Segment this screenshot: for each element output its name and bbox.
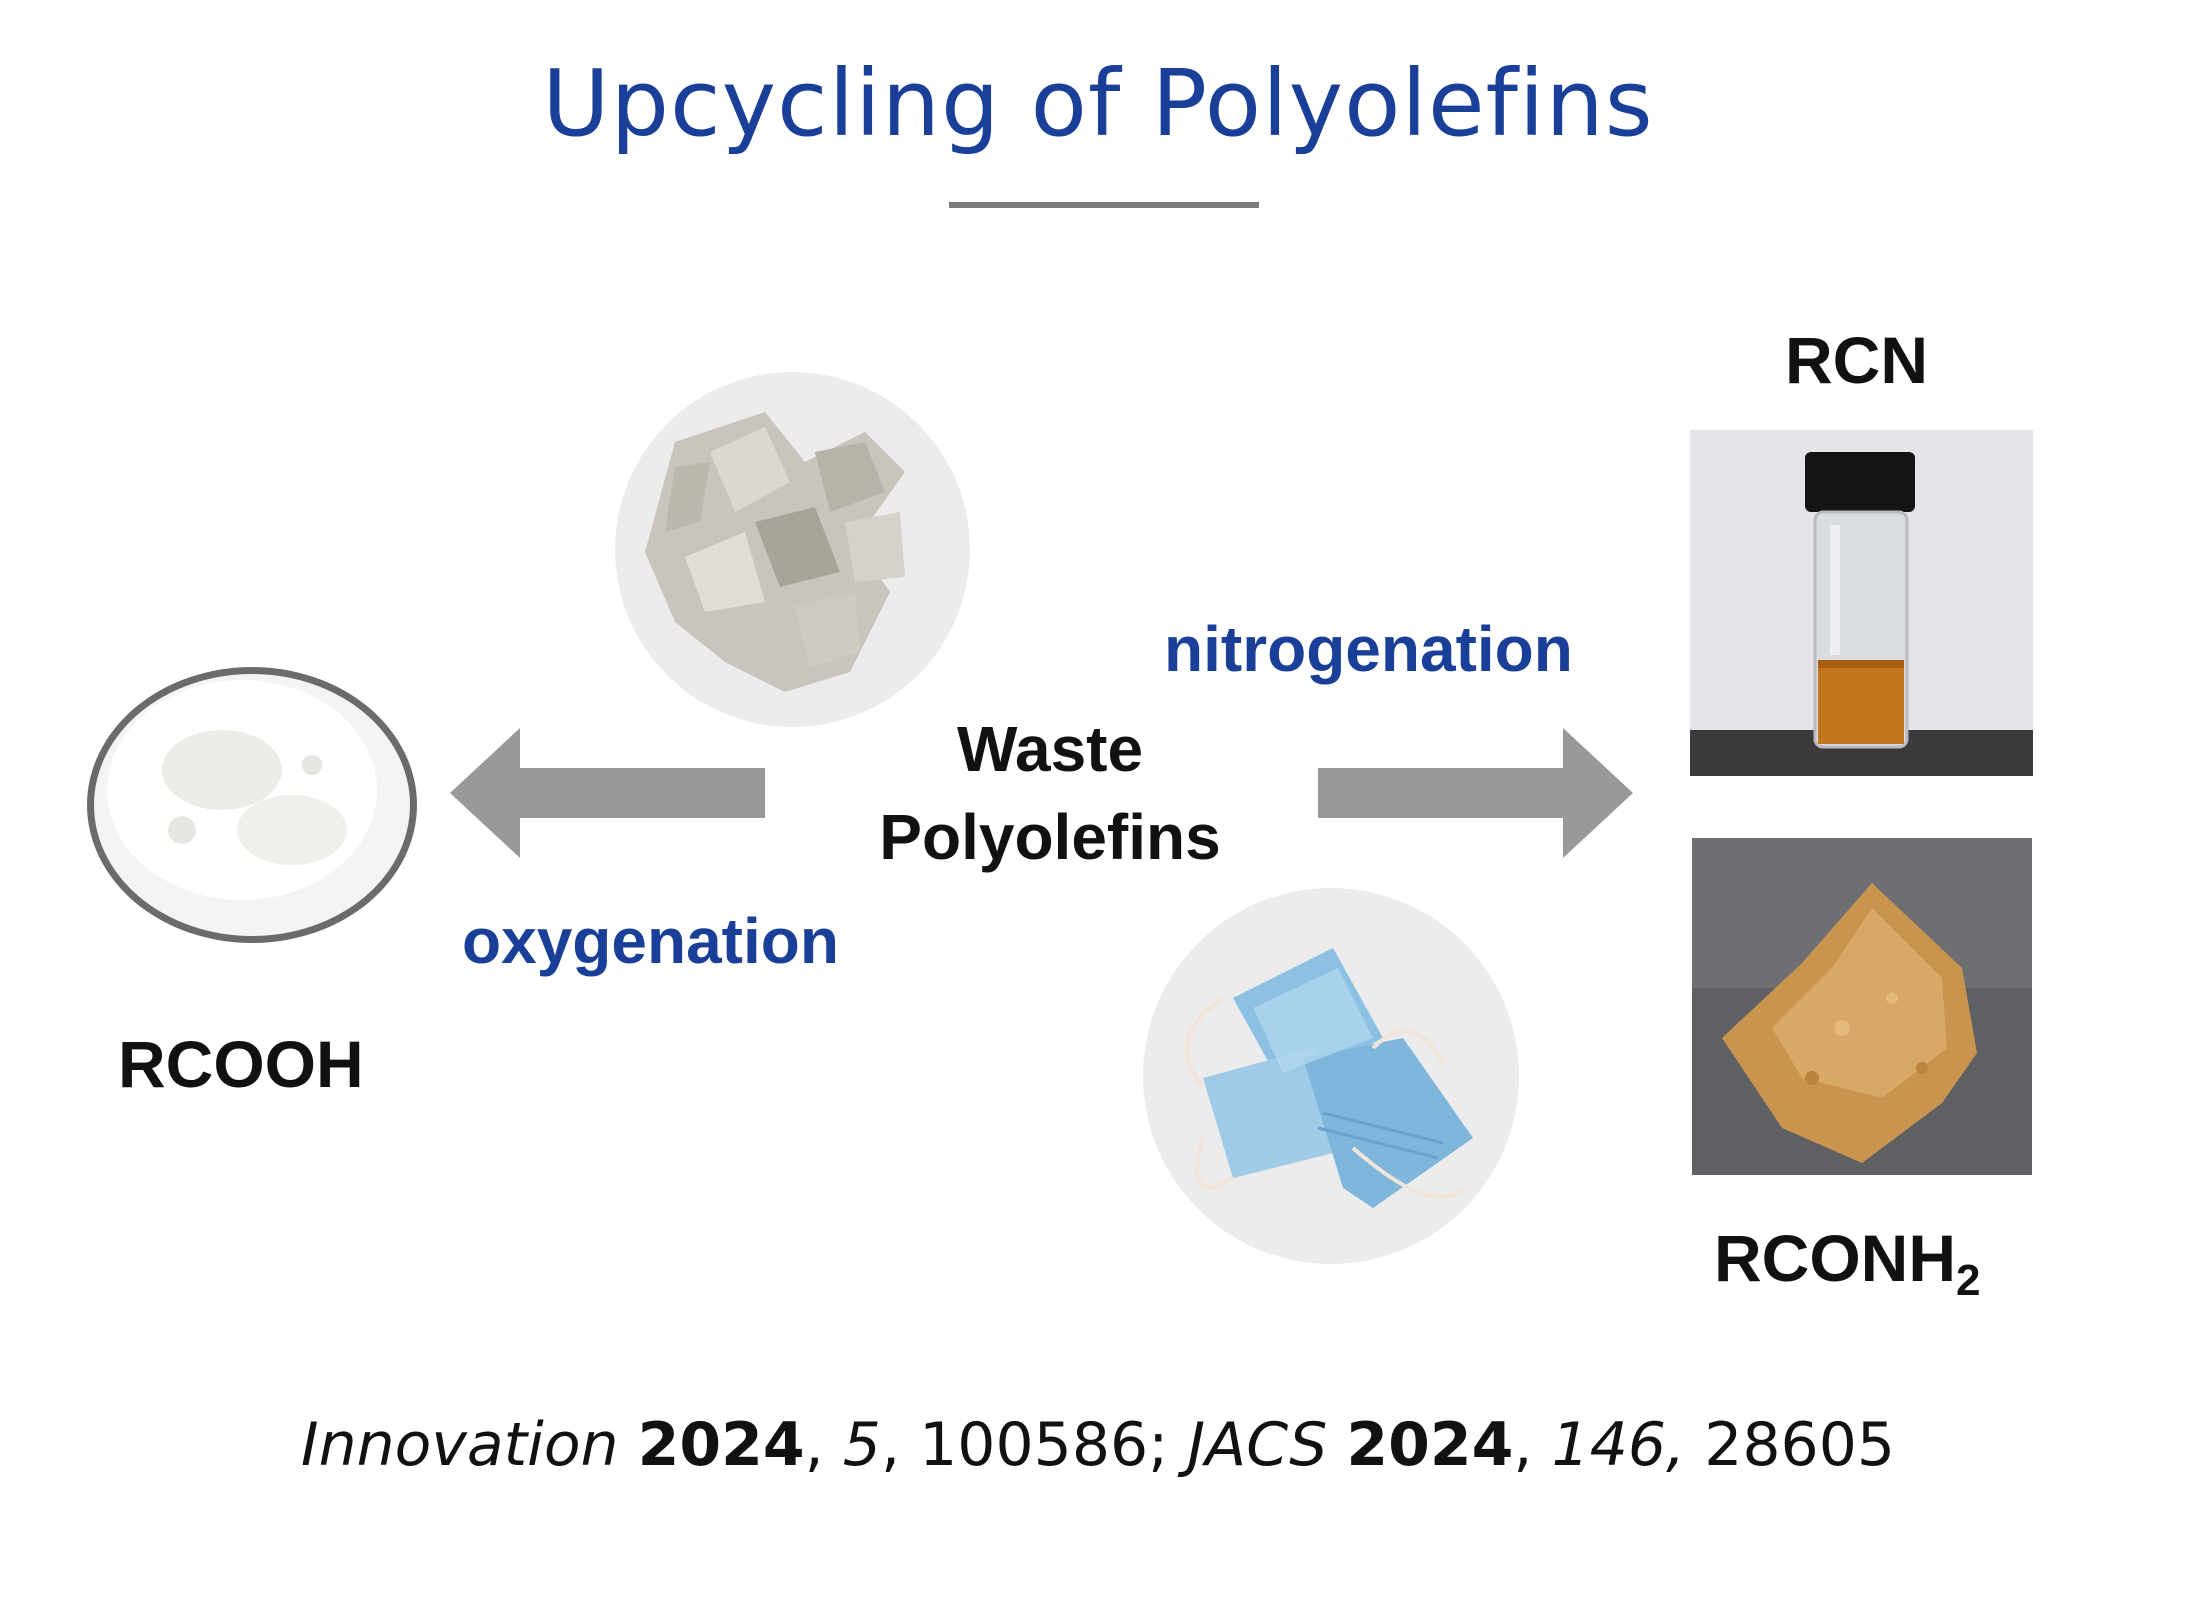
- title-divider: [949, 202, 1259, 208]
- page-title: Upcycling of Polyolefins: [542, 50, 1654, 157]
- left-arrow-icon: [450, 728, 765, 858]
- process-label-nitrogenation: nitrogenation: [1164, 613, 1573, 685]
- nitrile-vial-image: [1690, 430, 2033, 776]
- amide-powder-image: [1692, 838, 2032, 1175]
- citation-year-2: 2024: [1346, 1410, 1514, 1480]
- citation-volume-2: 146,: [1551, 1410, 1686, 1480]
- face-mask-icon: [1185, 948, 1473, 1208]
- product-label-rcooh: RCOOH: [118, 1027, 364, 1101]
- vial-icon: [1690, 430, 2033, 776]
- citation-year-1: 2024: [637, 1410, 805, 1480]
- polyolefin-foam-icon: [645, 412, 905, 692]
- product-label-rconh2: RCONH2: [1714, 1220, 1980, 1306]
- center-label-line2: Polyolefins: [879, 801, 1221, 873]
- citation-volume-1: 5: [842, 1410, 881, 1480]
- citation-journal-1: Innovation: [300, 1410, 619, 1480]
- face-mask-image: [1143, 888, 1519, 1264]
- tan-powder-icon: [1692, 838, 2032, 1175]
- citation-sep-1: ,: [804, 1410, 843, 1480]
- citation: Innovation 2024, 5, 100586; JACS 2024, 1…: [0, 1410, 2196, 1480]
- citation-sep-2: ,: [1513, 1410, 1552, 1480]
- process-label-oxygenation: oxygenation: [462, 905, 839, 977]
- product-label-rconh2-main: RCONH: [1714, 1221, 1956, 1295]
- right-arrow-icon: [1318, 728, 1633, 858]
- product-label-rcn: RCN: [1785, 323, 1928, 397]
- citation-page-2: 28605: [1685, 1410, 1896, 1480]
- center-label-line1: Waste: [956, 713, 1144, 785]
- white-powder-icon: [87, 667, 417, 943]
- citation-journal-2: JACS: [1187, 1410, 1328, 1480]
- carboxylic-acid-powder-image: [82, 660, 422, 950]
- citation-page-1: , 100586;: [880, 1410, 1188, 1480]
- product-label-rconh2-subscript: 2: [1956, 1256, 1981, 1306]
- foam-image: [615, 372, 970, 727]
